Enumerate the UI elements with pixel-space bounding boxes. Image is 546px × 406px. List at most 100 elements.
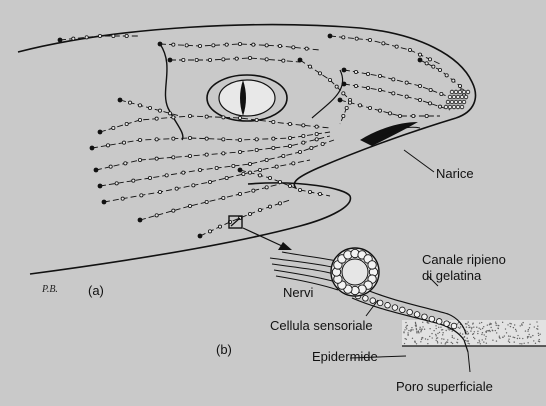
canal-bead — [264, 185, 269, 190]
canal-bead — [417, 98, 422, 103]
epidermis-stipple — [513, 341, 515, 343]
snout-pore — [449, 99, 455, 105]
wall-cell — [384, 302, 391, 309]
epidermis-stipple — [498, 325, 500, 327]
epidermis-stipple — [507, 324, 509, 326]
canal-bead — [197, 167, 202, 172]
canal-bead — [154, 156, 159, 161]
epidermis-stipple — [433, 329, 435, 332]
canal-line — [341, 67, 453, 99]
canal-bead — [365, 86, 370, 91]
epidermis-stipple — [527, 336, 530, 338]
lower-jaw-outline — [29, 182, 352, 275]
epidermis-stipple — [537, 334, 540, 337]
epidermis-stipple — [466, 340, 468, 342]
epidermis-stipple — [442, 332, 444, 334]
canal-bead — [437, 68, 442, 73]
canal-bead — [171, 155, 176, 160]
epidermis-stipple — [478, 339, 480, 341]
epidermis-stipple — [483, 326, 485, 328]
epidermis-stipple — [497, 327, 500, 330]
epidermis-stipple — [449, 321, 451, 324]
epidermis-stipple — [422, 326, 424, 328]
canal-bead — [397, 114, 402, 119]
canal-bead — [207, 179, 212, 184]
epidermis-stipple — [498, 336, 501, 339]
epidermis-stipple — [423, 328, 426, 330]
canal-bead — [171, 208, 176, 213]
canal-bead — [377, 88, 382, 93]
epidermis-stipple — [427, 338, 429, 341]
epidermis-stipple — [522, 321, 524, 324]
canal-bead — [287, 122, 292, 127]
epidermis-stipple — [495, 324, 497, 327]
sensory-cell — [367, 260, 377, 270]
canal-bead — [194, 58, 199, 63]
wall-cell — [450, 322, 458, 330]
epidermis-stipple — [538, 340, 541, 343]
canal-bead — [207, 58, 212, 63]
epidermis-stipple — [509, 322, 511, 325]
canal-bead — [131, 178, 136, 183]
epidermis-stipple — [415, 325, 417, 328]
epidermis-stipple — [467, 340, 470, 342]
epidermis-stipple — [414, 340, 416, 343]
canal-bead — [404, 80, 409, 85]
canal-bead — [191, 183, 196, 188]
epidermis-stipple — [435, 333, 437, 336]
canal-bead — [187, 153, 192, 158]
canal-bead — [365, 72, 370, 77]
canal-bead — [451, 78, 456, 83]
wall-cell — [399, 306, 406, 314]
canal-bead — [424, 61, 429, 66]
epidermis-stipple — [485, 335, 487, 338]
canal-bead — [174, 186, 179, 191]
epidermis-stipple — [416, 331, 418, 333]
epidermis-stipple — [477, 332, 479, 335]
snout-pore — [443, 104, 449, 110]
epidermis-stipple — [474, 337, 476, 340]
epidermis-stipple — [480, 321, 483, 324]
epidermis-stipple — [445, 342, 447, 344]
label-poro: Poro superficiale — [396, 379, 493, 394]
epidermis-stipple — [513, 324, 516, 326]
epidermis-stipple — [450, 341, 452, 344]
epidermis-stipple — [437, 332, 439, 335]
canal-line — [297, 57, 352, 125]
epidermis-stipple — [528, 327, 531, 329]
epidermis-stipple — [489, 330, 491, 333]
epidermis-stipple — [467, 332, 470, 335]
epidermis-stipple — [502, 336, 504, 338]
epidermis-stipple — [404, 337, 406, 340]
epidermis-stipple — [414, 322, 417, 325]
canal-bead — [267, 175, 272, 180]
canal-bead — [444, 73, 449, 78]
canal-bead — [377, 108, 382, 113]
canal-line — [57, 34, 140, 43]
canal-pore — [101, 199, 107, 205]
epidermis-stipple — [526, 335, 529, 338]
epidermis-stipple — [507, 335, 510, 337]
panel-label-b: (b) — [216, 342, 232, 357]
epidermis-stipple — [524, 330, 527, 332]
canal-bead — [221, 137, 226, 142]
wall-cell — [443, 320, 450, 327]
epidermis-stipple — [440, 329, 443, 331]
canal-bead — [271, 145, 276, 150]
epidermis-stipple — [494, 321, 497, 323]
epidermis-stipple — [523, 342, 525, 345]
epidermis-stipple — [468, 343, 471, 345]
canal-bead — [254, 147, 259, 152]
canal-bead — [274, 164, 279, 169]
epidermis-stipple — [495, 332, 498, 334]
snout-pore — [457, 99, 463, 105]
canal-bead — [84, 35, 89, 40]
canal-bead — [137, 137, 142, 142]
epidermis-stipple — [444, 343, 446, 345]
epidermis-stipple — [456, 338, 459, 341]
epidermis-stipple — [519, 342, 521, 345]
canal-bead — [247, 161, 252, 166]
canal-bead — [154, 137, 159, 142]
epidermis-stipple — [445, 329, 447, 332]
epidermis-stipple — [508, 341, 511, 344]
